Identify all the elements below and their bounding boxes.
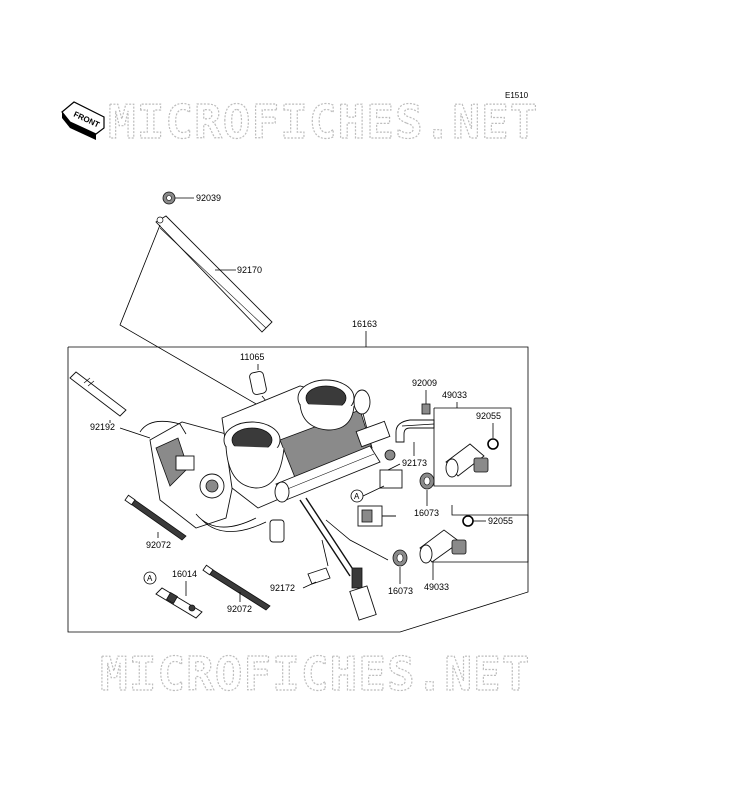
ref-marker-a-lower: A — [143, 571, 157, 585]
label-16073-top: 16073 — [414, 508, 439, 518]
nut-92039 — [162, 191, 176, 205]
injector-top — [445, 443, 489, 478]
label-92039: 92039 — [196, 193, 221, 203]
connector-lower — [349, 567, 377, 621]
strap-92170 — [155, 215, 273, 333]
bracket-92173 — [395, 419, 435, 443]
diagram-code: E1510 — [505, 91, 529, 100]
ref-marker-a-center-text: A — [354, 492, 360, 501]
watermark-bottom: MICROFICHES.NET — [100, 647, 530, 701]
oring-92055-bot — [462, 515, 474, 527]
watermark-top: MICROFICHES.NET — [108, 95, 538, 149]
collar-16073-bot — [392, 549, 408, 567]
label-92072-left: 92072 — [146, 540, 171, 550]
ref-marker-a-lower-text: A — [147, 574, 153, 583]
hose-92192 — [69, 371, 127, 417]
label-92173: 92173 — [402, 458, 427, 468]
label-49033-top: 49033 — [442, 390, 467, 400]
cable-tie-92072-left — [124, 494, 187, 541]
label-16163: 16163 — [352, 319, 377, 329]
label-92172: 92172 — [270, 583, 295, 593]
label-92170: 92170 — [237, 265, 262, 275]
throttle-body-assembly — [139, 379, 403, 577]
cap-11065 — [249, 371, 267, 395]
label-16073-bot: 16073 — [388, 586, 413, 596]
bracket-49033-bot — [432, 505, 529, 570]
label-92009: 92009 — [412, 378, 437, 388]
label-92192: 92192 — [90, 422, 115, 432]
cable-tie-92072-bot — [202, 564, 271, 611]
label-16014: 16014 — [172, 569, 197, 579]
collar-16073-top — [419, 472, 435, 490]
ref-marker-a-center: A — [350, 489, 364, 503]
label-92055-bot: 92055 — [488, 516, 513, 526]
injector-bot — [419, 529, 467, 564]
connector-sensor — [357, 505, 396, 527]
oring-92055-top — [487, 438, 499, 450]
bracket-49033-top — [433, 407, 512, 487]
bolt-92009 — [421, 403, 431, 415]
label-11065: 11065 — [240, 352, 264, 362]
front-arrow-icon: FRONT — [61, 101, 105, 140]
label-92055-top: 92055 — [476, 411, 501, 421]
sensor-16014 — [155, 587, 203, 619]
assembly-frame — [67, 346, 529, 633]
clamp-92172 — [307, 567, 331, 585]
label-49033-bot: 49033 — [424, 582, 449, 592]
label-92072-bot: 92072 — [227, 604, 252, 614]
